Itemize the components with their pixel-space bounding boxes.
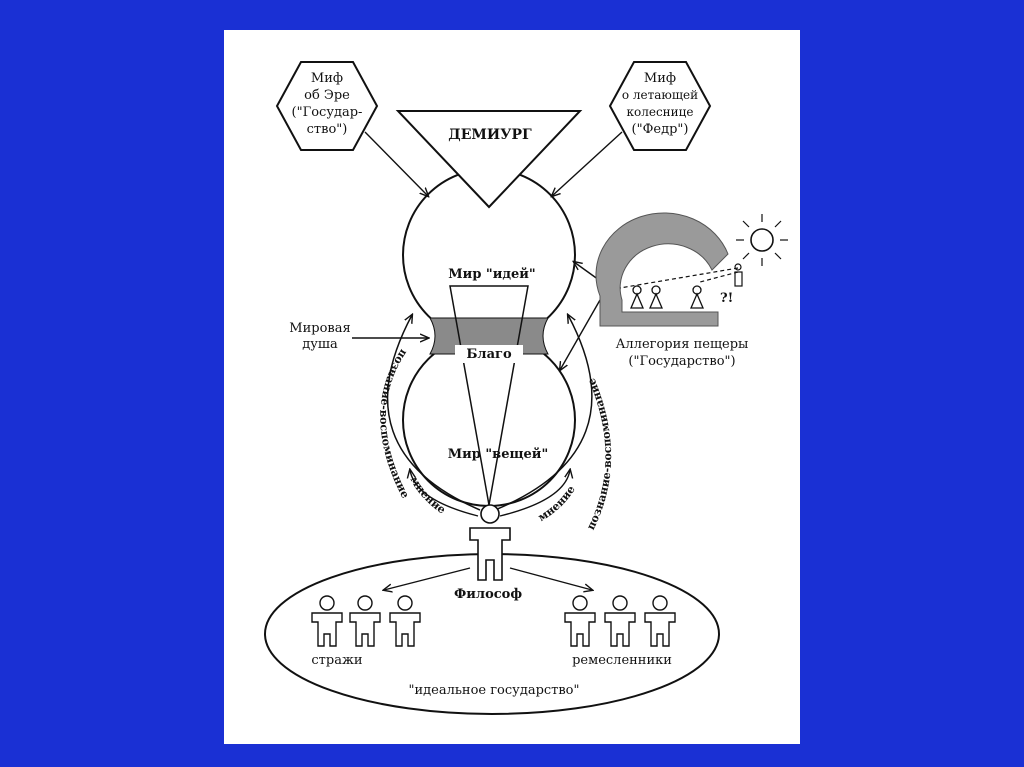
good-label: Благо	[466, 347, 512, 362]
cave-label-line2: ("Государство")	[628, 354, 735, 369]
cave-label-line1: Аллегория пещеры	[616, 337, 749, 352]
myth-chariot-line4: ("Федр")	[632, 122, 689, 137]
demiurge-triangle: ДЕМИУРГ	[395, 110, 583, 209]
cave-question-marks: ?!	[720, 291, 733, 306]
myth-er-line4: ство")	[307, 122, 348, 137]
left-opinion-arc	[410, 470, 479, 517]
myth-er-hexagon: Миф об Эре ("Государ- ство")	[275, 61, 379, 151]
myth-chariot-line2: о летающей	[622, 88, 698, 102]
myth-chariot-line1: Миф	[644, 71, 676, 86]
right-opinion-arc	[499, 470, 570, 517]
guards-label: стражи	[311, 653, 362, 668]
guards-figures	[311, 595, 421, 647]
myth-chariot-line3: колеснице	[627, 105, 694, 119]
myth-er-line1: Миф	[311, 71, 343, 86]
plato-diagram: Миф об Эре ("Государ- ство") Миф о летаю…	[264, 61, 788, 715]
demiurge-label: ДЕМИУРГ	[448, 127, 532, 143]
left-cognition-label: познание-воспоминание	[377, 347, 412, 500]
sun-icon	[750, 228, 774, 252]
arrow-to-guards	[384, 567, 471, 590]
ideal-state-label: "идеальное государство"	[409, 683, 580, 698]
cave-illustration: ?!	[595, 212, 788, 327]
right-opinion-label: мнение	[536, 483, 578, 524]
sun-rays-icon	[736, 214, 788, 266]
craftsmen-figures	[564, 595, 676, 647]
craftsmen-label: ремесленники	[572, 653, 672, 668]
arrow-to-craftsmen	[509, 567, 592, 590]
cave-arrow-bottom	[560, 299, 601, 370]
myth-chariot-hexagon: Миф о летающей колеснице ("Федр")	[608, 61, 712, 151]
left-cognition-arc	[386, 315, 481, 511]
prisoners-icon	[630, 285, 704, 309]
myth-chariot-arrow	[552, 131, 623, 196]
philosopher-label: Философ	[454, 587, 522, 602]
free-man-icon	[734, 271, 743, 287]
myth-er-line2: об Эре	[304, 88, 350, 103]
world-of-things-label: Мир "вещей"	[448, 447, 548, 462]
right-cognition-arc	[494, 315, 593, 511]
diagram-page: Миф об Эре ("Государ- ство") Миф о летаю…	[224, 30, 800, 744]
right-cognition-label: познание-воспоминание	[584, 376, 614, 532]
world-soul-line1: Мировая	[289, 321, 350, 336]
world-soul-line2: душа	[302, 337, 338, 352]
myth-er-arrow	[364, 131, 428, 196]
cognition-cone	[449, 285, 529, 506]
philosopher-figure	[469, 504, 511, 581]
world-of-ideas-label: Мир "идей"	[448, 267, 535, 282]
good-label-bg	[455, 345, 523, 363]
myth-er-line3: ("Государ-	[292, 105, 363, 120]
